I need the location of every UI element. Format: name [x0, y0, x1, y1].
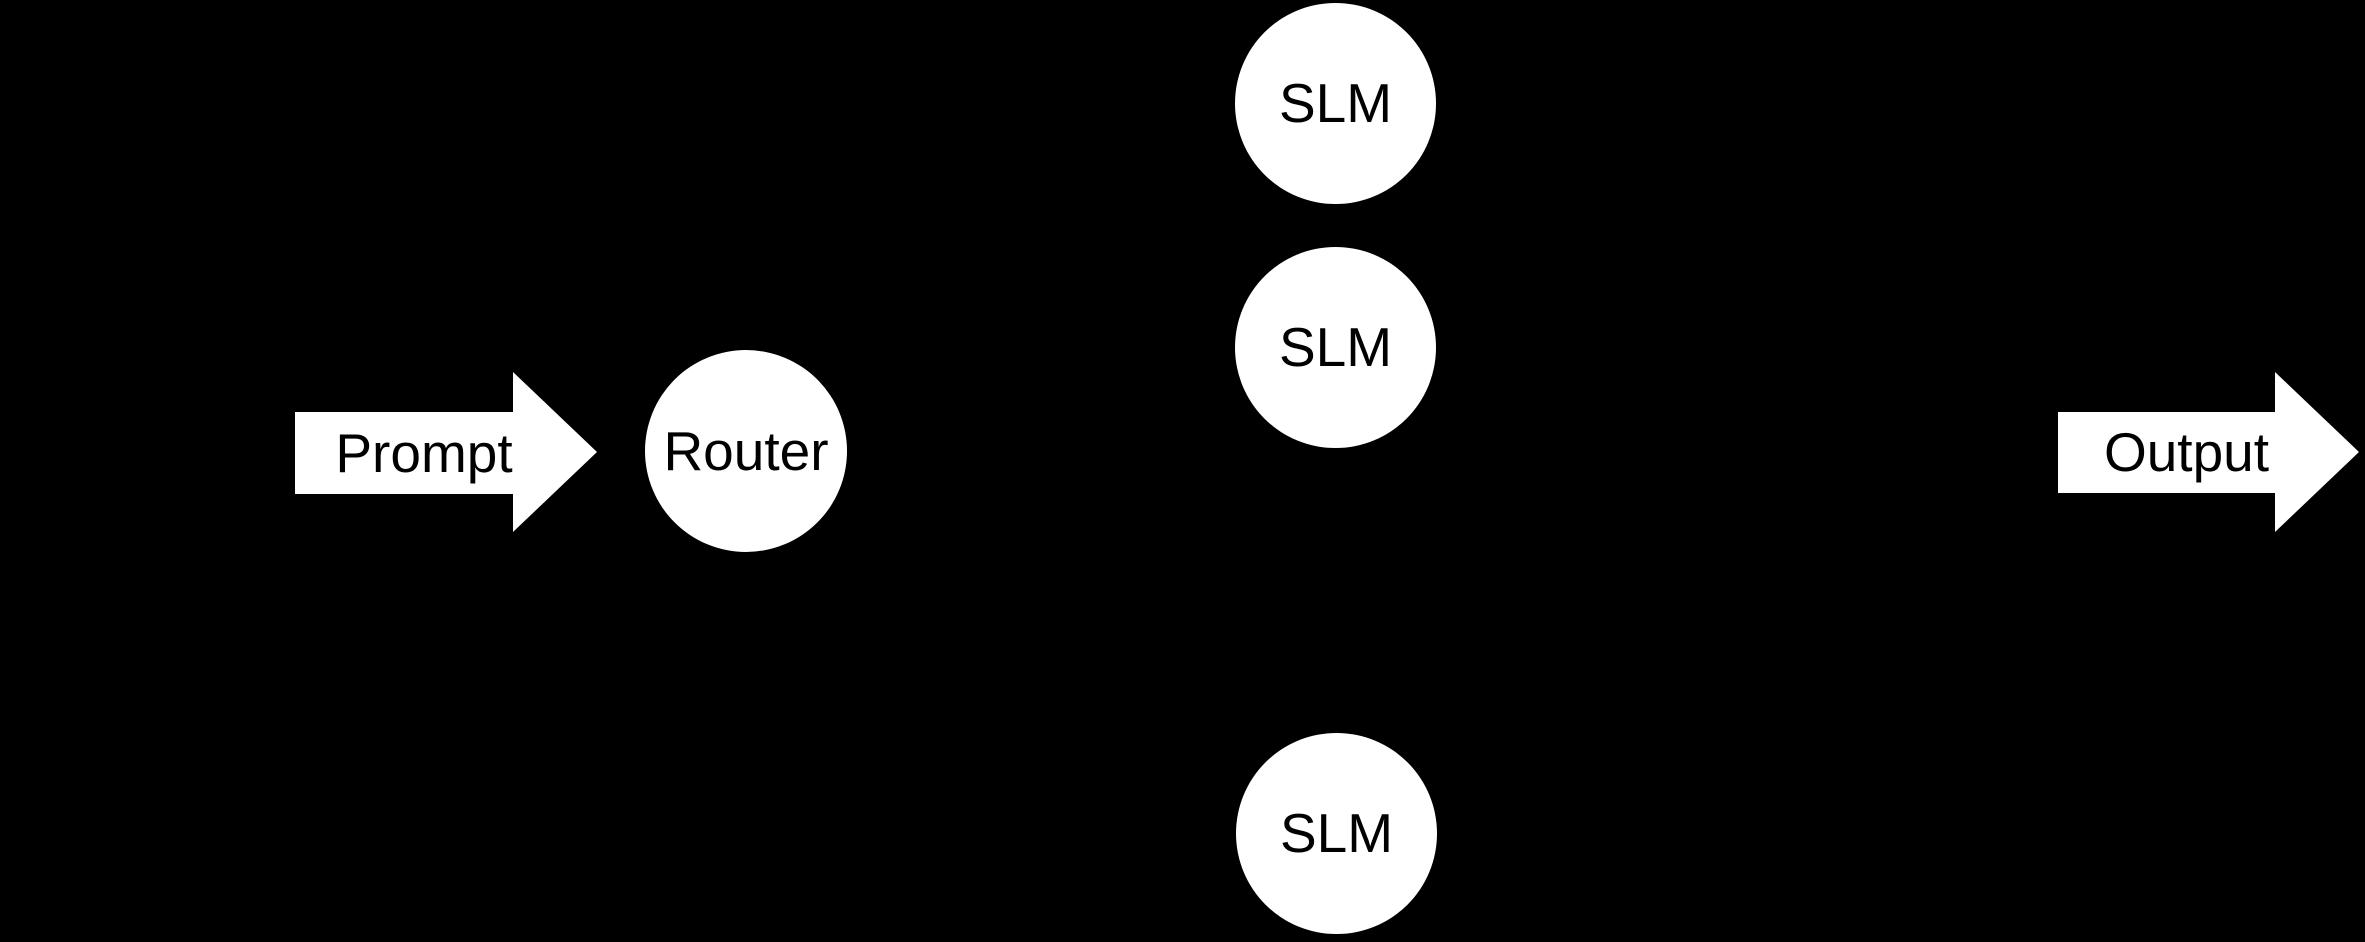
prompt-arrow-head-icon: [513, 372, 597, 532]
slm-label-2: SLM: [1278, 316, 1393, 378]
prompt-label: Prompt: [335, 421, 513, 484]
slm-node-3: SLM: [1236, 733, 1437, 934]
router-label: Router: [663, 419, 829, 482]
slm-node-2: SLM: [1235, 247, 1436, 448]
slm-label-1: SLM: [1278, 72, 1393, 134]
output-arrow-head-icon: [2275, 372, 2359, 532]
prompt-arrow: Prompt: [295, 412, 513, 494]
router-node: Router: [645, 350, 847, 552]
slm-label-3: SLM: [1279, 802, 1394, 864]
output-arrow: Output: [2058, 412, 2275, 493]
slm-node-1: SLM: [1235, 3, 1436, 204]
output-label: Output: [2103, 421, 2270, 483]
